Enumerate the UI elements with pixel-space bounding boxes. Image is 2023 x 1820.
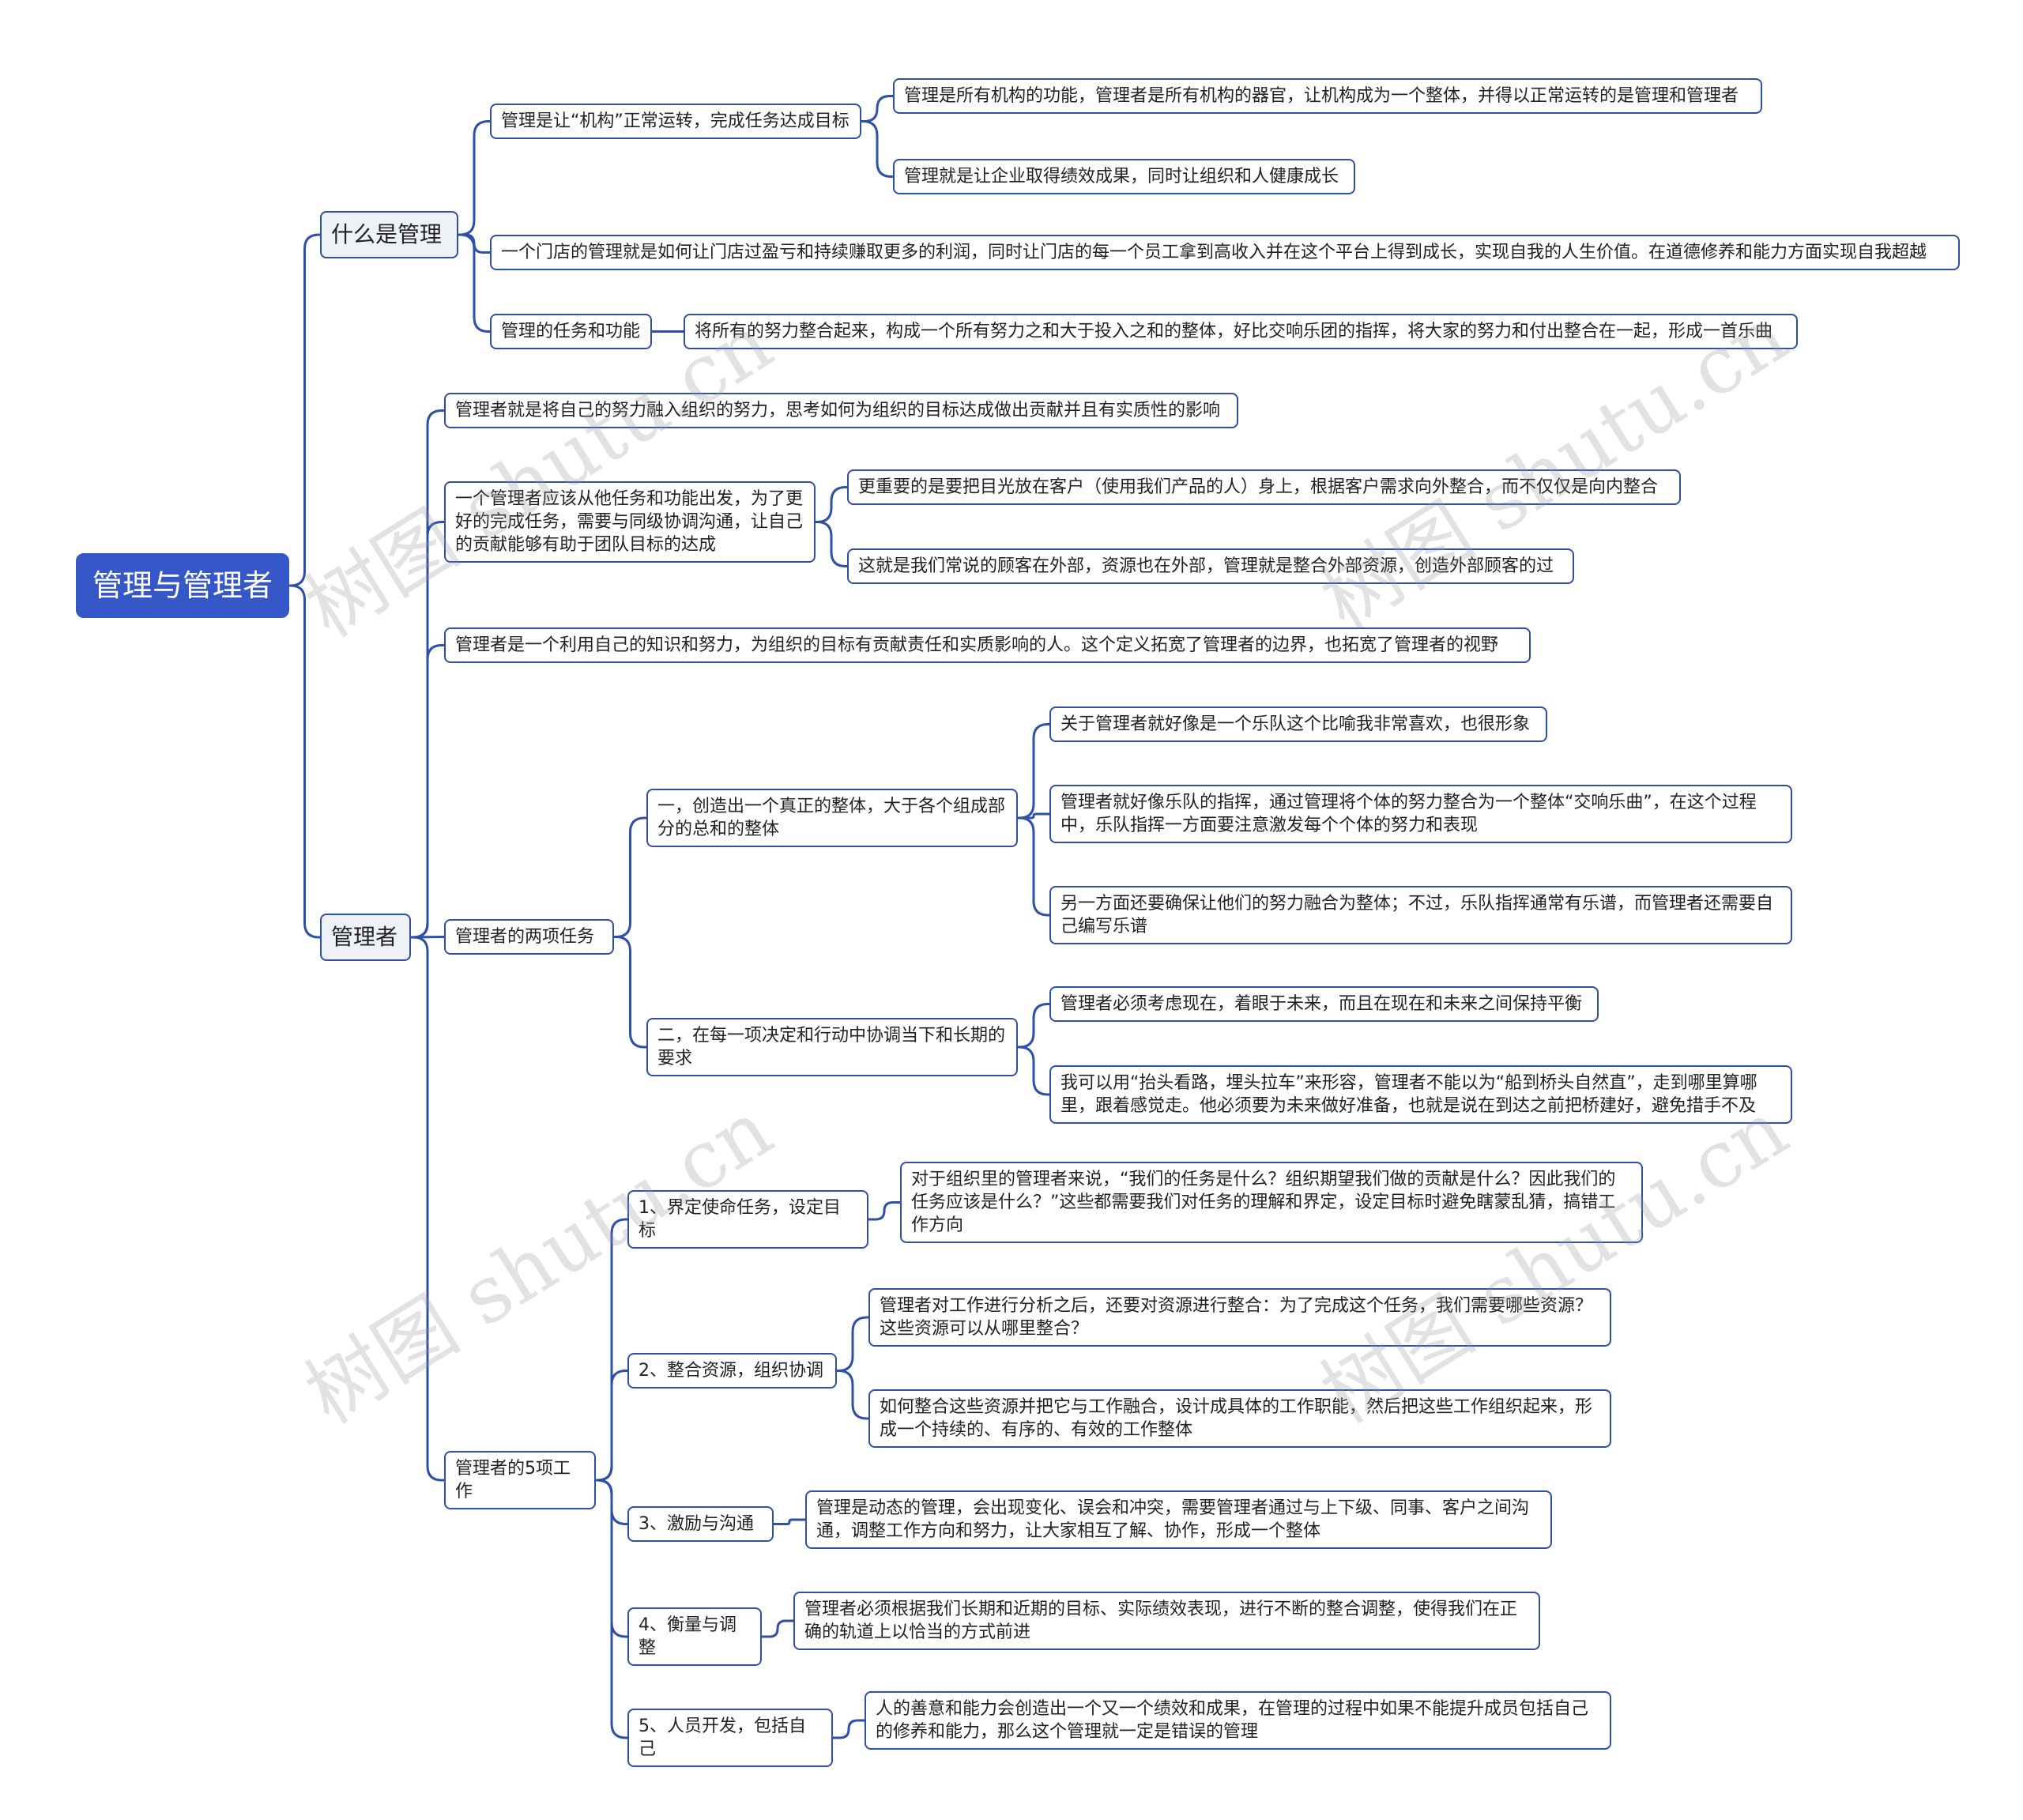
connector-node-task-create-whole	[614, 816, 646, 938]
node-resource-structure[interactable]: 如何整合这些资源并把它与工作融合，设计成具体的工作职能，然后把这些工作组织起来，…	[868, 1389, 1611, 1448]
node-five-jobs[interactable]: 管理者的5项工作	[444, 1451, 596, 1509]
node-task-create-whole[interactable]: 一，创造出一个真正的整体，大于各个组成部分的总和的整体	[646, 789, 1018, 847]
node-job-develop-people[interactable]: 5、人员开发，包括自己	[627, 1709, 833, 1767]
connector-node-prepare-future	[1018, 1046, 1049, 1096]
connector-node-mission-detail	[868, 1201, 900, 1221]
connector-node-management-purpose	[458, 120, 490, 236]
node-manager-coordination[interactable]: 一个管理者应该从他任务和功能出发，为了更好的完成任务，需要与同级协调沟通，让自己…	[444, 481, 816, 563]
node-two-tasks[interactable]: 管理者的两项任务	[444, 919, 614, 955]
connector-node-customer-focus	[816, 486, 847, 523]
root-node[interactable]: 管理与管理者	[76, 553, 289, 618]
node-job-define-mission[interactable]: 1、界定使命任务，设定目标	[627, 1190, 868, 1249]
node-manager-definition[interactable]: 管理者是一个利用自己的知识和努力，为组织的目标有贡献责任和实质影响的人。这个定义…	[444, 627, 1531, 663]
connector-node-resource-structure	[837, 1370, 868, 1420]
connector-node-develop-detail	[833, 1719, 865, 1739]
node-customer-focus[interactable]: 更重要的是要把目光放在客户（使用我们产品的人）身上，根据客户需求向外整合，而不仅…	[847, 469, 1681, 505]
connector-node-job-integrate-resources	[596, 1370, 627, 1482]
connector-branch-what-is-management	[289, 233, 320, 587]
connector-node-resource-analysis	[837, 1316, 868, 1372]
node-job-motivate-communicate[interactable]: 3、激励与沟通	[627, 1506, 774, 1542]
connector-node-present-future	[1018, 1003, 1049, 1049]
node-store-management[interactable]: 一个门店的管理就是如何让门店过盈亏和持续赚取更多的利润，同时让门店的每一个员工拿…	[490, 235, 1960, 270]
node-band-metaphor[interactable]: 关于管理者就好像是一个乐队这个比喻我非常喜欢，也很形象	[1049, 707, 1547, 742]
node-management-function-organs[interactable]: 管理是所有机构的功能，管理者是所有机构的器官，让机构成为一个整体，并得以正常运转…	[893, 78, 1762, 114]
node-develop-detail[interactable]: 人的善意和能力会创造出一个又一个绩效和成果，在管理的过程中如果不能提升成员包括自…	[865, 1691, 1611, 1750]
node-orchestra-analogy[interactable]: 将所有的努力整合起来，构成一个所有努力之和大于投入之和的整体，好比交响乐团的指挥…	[684, 314, 1798, 349]
connector-node-external-resources	[816, 521, 847, 567]
connector-node-job-develop-people	[596, 1479, 627, 1739]
node-management-results[interactable]: 管理就是让企业取得绩效成果，同时让组织和人健康成长	[893, 159, 1355, 194]
connector-node-five-jobs	[411, 936, 444, 1482]
node-write-score[interactable]: 另一方面还要确保让他们的努力融合为整体；不过，乐队指挥通常有乐谱，而管理者还需要…	[1049, 886, 1792, 944]
connector-node-task-balance	[614, 936, 646, 1049]
node-resource-analysis[interactable]: 管理者对工作进行分析之后，还要对资源进行整合：为了完成这个任务，我们需要哪些资源…	[868, 1288, 1611, 1347]
node-dynamic-management[interactable]: 管理是动态的管理，会出现变化、误会和冲突，需要管理者通过与上下级、同事、客户之间…	[805, 1490, 1552, 1549]
connector-node-management-results	[861, 120, 893, 178]
node-prepare-future[interactable]: 我可以用“抬头看路，埋头拉车”来形容，管理者不能以为“船到桥头自然直”，走到哪里…	[1049, 1065, 1792, 1124]
node-external-resources[interactable]: 这就是我们常说的顾客在外部，资源也在外部，管理就是整合外部资源，创造外部顾客的过	[847, 548, 1574, 584]
node-task-balance[interactable]: 二，在每一项决定和行动中协调当下和长期的要求	[646, 1018, 1018, 1076]
connector-branch-manager	[289, 584, 320, 939]
node-present-future[interactable]: 管理者必须考虑现在，着眼于未来，而且在现在和未来之间保持平衡	[1049, 986, 1599, 1022]
node-conductor[interactable]: 管理者就好像乐队的指挥，通过管理将个体的努力整合为一个整体“交响乐曲”，在这个过…	[1049, 785, 1792, 843]
node-manager-integrate-effort[interactable]: 管理者就是将自己的努力融入组织的努力，思考如何为组织的目标达成做出贡献并且有实质…	[444, 393, 1238, 428]
connector-node-manager-definition	[411, 644, 444, 939]
node-job-measure-adjust[interactable]: 4、衡量与调整	[627, 1607, 762, 1666]
node-management-tasks[interactable]: 管理的任务和功能	[490, 314, 652, 349]
node-management-purpose[interactable]: 管理是让“机构”正常运转，完成任务达成目标	[490, 104, 861, 139]
node-job-integrate-resources[interactable]: 2、整合资源，组织协调	[627, 1353, 837, 1389]
connector-node-band-metaphor	[1018, 723, 1049, 820]
connector-node-write-score	[1018, 816, 1049, 917]
connector-node-dynamic-management	[774, 1518, 805, 1525]
branch-manager[interactable]: 管理者	[320, 914, 411, 961]
node-mission-detail[interactable]: 对于组织里的管理者来说，“我们的任务是什么？组织期望我们做的贡献是什么？因此我们…	[900, 1162, 1643, 1243]
connector-node-measure-detail	[762, 1619, 793, 1638]
connector-node-management-function-organs	[861, 95, 893, 122]
branch-what-is-management[interactable]: 什么是管理	[320, 211, 458, 258]
connector-node-management-tasks	[458, 233, 490, 333]
node-measure-detail[interactable]: 管理者必须根据我们长期和近期的目标、实际绩效表现，进行不断的整合调整，使得我们在…	[793, 1592, 1540, 1650]
connector-node-conductor	[1018, 812, 1049, 820]
